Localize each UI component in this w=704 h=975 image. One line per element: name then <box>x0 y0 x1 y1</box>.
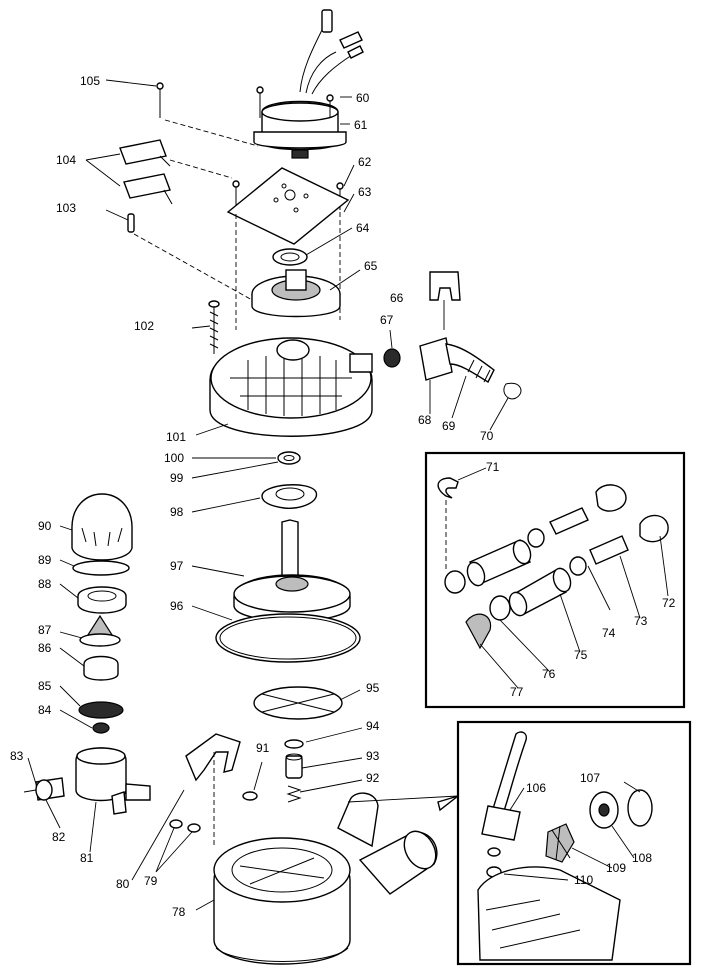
label-63: 63 <box>358 185 372 199</box>
label-84: 84 <box>38 703 52 717</box>
gear-65 <box>251 269 341 318</box>
switches-104 <box>119 139 173 205</box>
motor-61 <box>253 100 347 159</box>
pin-103 <box>127 213 135 233</box>
inset-pointer <box>347 795 459 803</box>
label-85: 85 <box>38 679 52 693</box>
nut-84 <box>92 722 110 734</box>
label-97: 97 <box>170 559 184 573</box>
inset-parts-71-77 <box>437 477 669 650</box>
label-77: 77 <box>510 685 524 699</box>
cam-97 <box>233 519 351 622</box>
label-102: 102 <box>134 319 154 333</box>
screw-102 <box>208 300 220 354</box>
label-88: 88 <box>38 577 52 591</box>
label-101: 101 <box>166 430 186 444</box>
valve-body-101 <box>209 337 373 437</box>
label-73: 73 <box>634 614 648 628</box>
label-91: 91 <box>256 741 270 755</box>
gasket-98 <box>261 484 318 509</box>
label-60: 60 <box>356 91 370 105</box>
cup-86 <box>83 655 119 681</box>
label-110: 110 <box>574 873 593 887</box>
label-107: 107 <box>580 771 600 785</box>
body-81 <box>75 747 151 815</box>
label-94: 94 <box>366 719 380 733</box>
label-70: 70 <box>480 429 494 443</box>
label-78: 78 <box>172 905 186 919</box>
label-108: 108 <box>632 851 652 865</box>
disc-85 <box>78 701 124 719</box>
label-98: 98 <box>170 505 184 519</box>
label-82: 82 <box>52 830 66 844</box>
label-109: 109 <box>606 861 626 875</box>
label-83: 83 <box>10 749 24 763</box>
housing-78 <box>213 792 438 965</box>
oring-94-spring-93-92-91 <box>242 739 304 803</box>
label-71: 71 <box>486 460 500 474</box>
label-106: 106 <box>526 781 546 795</box>
label-66: 66 <box>390 291 404 305</box>
label-75: 75 <box>574 648 588 662</box>
label-99: 99 <box>170 471 184 485</box>
label-72: 72 <box>662 596 676 610</box>
label-61: 61 <box>354 118 368 132</box>
label-95: 95 <box>366 681 380 695</box>
label-87: 87 <box>38 623 52 637</box>
label-64: 64 <box>356 221 370 235</box>
motor-wires <box>299 9 364 95</box>
clip-80 <box>185 733 241 846</box>
label-103: 103 <box>56 201 76 215</box>
cover-plate-63 <box>226 167 350 245</box>
fitting-67-68-69-70 <box>383 337 522 400</box>
part-labels: 60 61 62 63 64 65 66 67 68 69 70 71 72 7… <box>10 74 676 919</box>
label-68: 68 <box>418 413 432 427</box>
ring-88 <box>77 586 127 614</box>
oring-89 <box>72 560 130 576</box>
label-90: 90 <box>38 519 52 533</box>
label-80: 80 <box>116 877 130 891</box>
label-96: 96 <box>170 599 184 613</box>
oring-100-99 <box>277 451 301 465</box>
fitting-83-82 <box>23 777 65 801</box>
cap-90 <box>71 493 133 561</box>
label-65: 65 <box>364 259 378 273</box>
oring-96 <box>215 613 361 663</box>
inset-parts-106-110 <box>477 731 653 961</box>
label-92: 92 <box>366 771 380 785</box>
label-100: 100 <box>164 451 184 465</box>
label-86: 86 <box>38 641 52 655</box>
label-76: 76 <box>542 667 556 681</box>
label-74: 74 <box>602 626 616 640</box>
screen-87 <box>79 614 121 647</box>
label-89: 89 <box>38 553 52 567</box>
label-93: 93 <box>366 749 380 763</box>
seal-64 <box>272 248 308 266</box>
oring-79 <box>169 819 201 833</box>
clip-66 <box>429 271 461 301</box>
label-79: 79 <box>144 874 158 888</box>
label-69: 69 <box>442 419 456 433</box>
label-67: 67 <box>380 313 394 327</box>
inset-arrow <box>437 795 459 812</box>
seal-95 <box>253 686 343 720</box>
label-62: 62 <box>358 155 372 169</box>
label-105: 105 <box>80 74 100 88</box>
leader-lines <box>27 79 669 911</box>
label-104: 104 <box>56 153 76 167</box>
label-81: 81 <box>80 851 94 865</box>
